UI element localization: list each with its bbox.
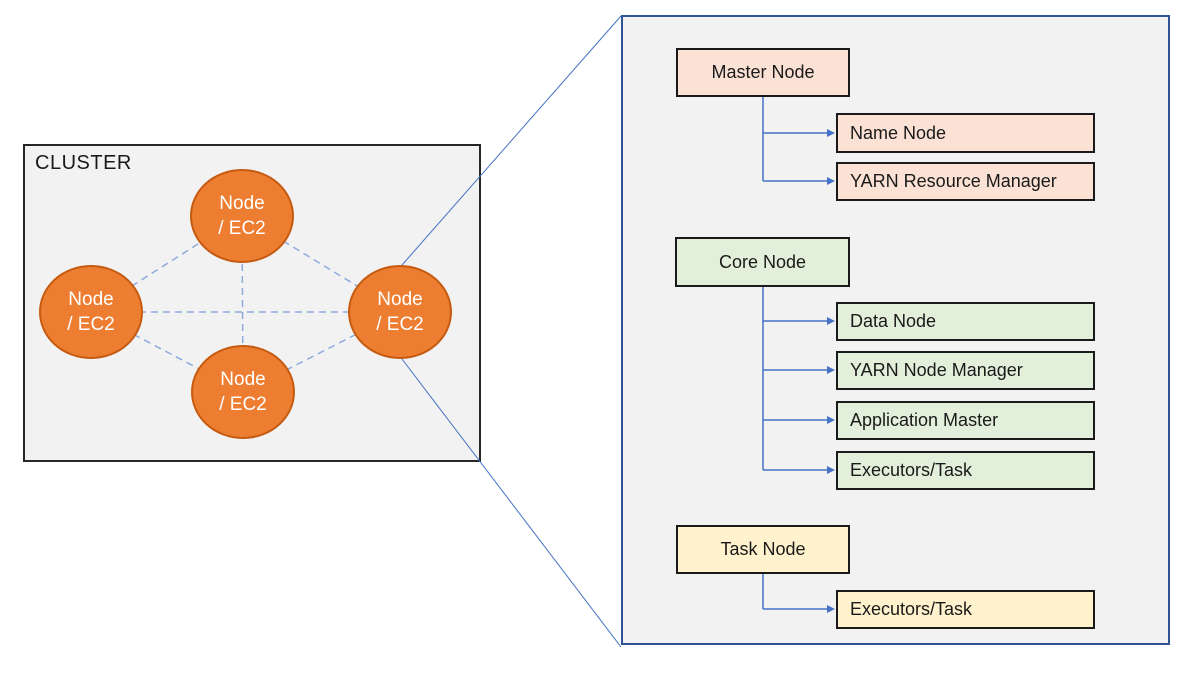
yarn-node-manager-box: YARN Node Manager bbox=[836, 351, 1095, 390]
box-label: Name Node bbox=[850, 122, 947, 143]
box-label: Executors/Task bbox=[850, 599, 973, 619]
node-label: Node / EC2 bbox=[218, 192, 266, 239]
task-executors-task-box: Executors/Task bbox=[836, 590, 1095, 629]
task-node-box: Task Node bbox=[676, 525, 850, 574]
core-node-box: Core Node bbox=[675, 237, 850, 287]
cluster-node-left: Node / EC2 bbox=[39, 265, 143, 359]
cluster-title: CLUSTER bbox=[35, 152, 132, 174]
box-label: Core Node bbox=[718, 251, 807, 272]
node-label: Node / EC2 bbox=[376, 288, 424, 335]
data-node-box: Data Node bbox=[836, 302, 1095, 341]
box-label: YARN Resource Manager bbox=[850, 171, 1057, 191]
master-node-box: Master Node bbox=[676, 48, 850, 97]
box-label: Master Node bbox=[711, 62, 815, 82]
cluster-node-right: Node / EC2 bbox=[348, 265, 452, 359]
box-label: Application Master bbox=[850, 410, 999, 430]
box-label: Executors/Task bbox=[850, 460, 973, 480]
box-label: YARN Node Manager bbox=[850, 360, 1023, 380]
node-label: Node / EC2 bbox=[219, 368, 267, 415]
box-label: Data Node bbox=[850, 311, 937, 331]
yarn-resource-manager-box: YARN Resource Manager bbox=[836, 162, 1095, 201]
core-executors-task-box: Executors/Task bbox=[836, 451, 1095, 490]
box-label: Task Node bbox=[720, 539, 806, 559]
cluster-node-top: Node / EC2 bbox=[190, 169, 294, 263]
cluster-node-bottom: Node / EC2 bbox=[191, 345, 295, 439]
name-node-box: Name Node bbox=[836, 113, 1095, 153]
node-label: Node / EC2 bbox=[67, 288, 115, 335]
application-master-box: Application Master bbox=[836, 401, 1095, 440]
